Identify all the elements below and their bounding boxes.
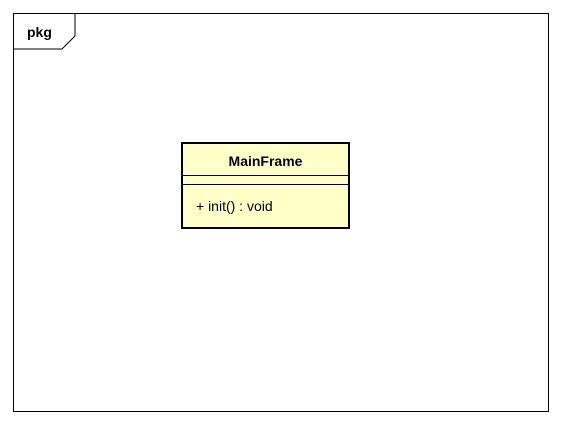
package-frame	[13, 13, 549, 412]
class-operation: + init() : void	[196, 198, 273, 214]
package-tab	[13, 13, 76, 50]
class-name: MainFrame	[228, 153, 303, 169]
package-label: pkg	[27, 24, 52, 40]
operations-divider	[183, 184, 348, 185]
class-box-mainframe[interactable]: MainFrame + init() : void	[181, 142, 350, 229]
attributes-divider	[183, 175, 348, 176]
